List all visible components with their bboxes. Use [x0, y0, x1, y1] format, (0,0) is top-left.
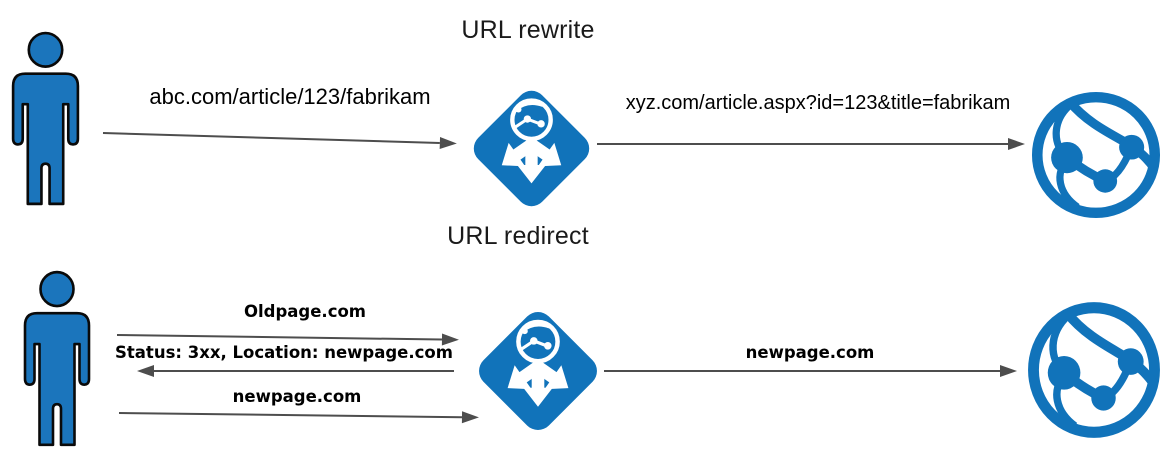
web-app-icon: [1028, 302, 1160, 438]
application-gateway-icon: [473, 90, 590, 207]
user-icon: [16, 268, 98, 453]
application-gateway-icon: [463, 80, 600, 217]
arrow-shaft: [604, 369, 1000, 373]
arrow-shaft: [102, 131, 440, 145]
web-app-icon: [1030, 90, 1162, 220]
redirect-second-request-arrow: [118, 406, 480, 424]
trident-arrows-icon: [501, 136, 562, 184]
redirect-forwarded-url-label: newpage.com: [745, 343, 875, 362]
web-app-icon: [1026, 300, 1162, 440]
redirect-second-request-label: newpage.com: [232, 387, 362, 406]
user-icon: [11, 31, 80, 206]
redirect-response-label: Status: 3xx, Location: newpage.com: [115, 343, 453, 362]
application-gateway-icon: [479, 312, 597, 430]
trident-arrows-icon: [507, 359, 569, 407]
arrowhead-right-icon: [1000, 365, 1017, 377]
application-gateway-icon: [468, 301, 608, 441]
user-icon: [4, 29, 87, 212]
user-icon: [23, 270, 91, 447]
web-app-icon: [1031, 91, 1161, 219]
arrow-shaft: [154, 369, 454, 373]
arrow-shaft: [116, 333, 442, 341]
redirect-section-title: URL redirect: [447, 222, 589, 250]
rewrite-section-title: URL rewrite: [461, 16, 595, 44]
rewrite-rewritten-url-label: xyz.com/article.aspx?id=123&title=fabrik…: [625, 92, 1011, 114]
arrowhead-right-icon: [1008, 138, 1025, 150]
rewrite-request-url-label: abc.com/article/123/fabrikam: [149, 84, 431, 109]
redirect-forward-arrow: [604, 364, 1017, 378]
arrow-shaft: [597, 142, 1008, 146]
arrowhead-left-icon: [137, 365, 154, 377]
rewrite-request-arrow: [102, 126, 458, 150]
arrow-shaft: [118, 411, 462, 419]
redirect-request-url-label: Oldpage.com: [243, 302, 367, 321]
rewrite-forward-arrow: [597, 137, 1025, 151]
redirect-response-arrow: [137, 364, 454, 378]
arrowhead-right-icon: [439, 137, 458, 150]
